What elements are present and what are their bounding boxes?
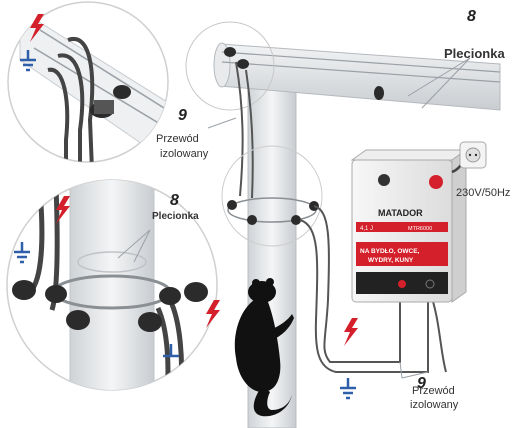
lightning-icon <box>206 300 220 328</box>
callout-left-mid-number: 8 <box>170 192 179 209</box>
detail-ring-beam <box>185 21 275 111</box>
wall-socket <box>459 141 487 169</box>
ground-wire <box>429 291 447 373</box>
ground-icon <box>14 242 30 264</box>
callout-top-right-label: Plecionka <box>444 46 505 61</box>
callout-bottom-wire-number: 9 <box>417 375 426 392</box>
ground-icon <box>340 378 356 400</box>
animal-silhouette <box>234 278 294 417</box>
energizer-indicator <box>429 175 443 189</box>
ground-icon <box>163 344 179 358</box>
detail-circle-bottom-left <box>6 179 218 391</box>
energizer-banner-line2: WYDRY, KUNY <box>368 257 414 264</box>
energizer-knob <box>378 174 390 186</box>
detail-circle-top-left <box>7 1 169 163</box>
power-label: 230V/50Hz <box>456 187 510 199</box>
insulated-wire-down-pole <box>235 61 254 199</box>
callout-leaders <box>117 57 471 379</box>
lightning-icon <box>56 196 70 224</box>
callout-upper-wire-number: 9 <box>178 107 187 124</box>
energizer-unit <box>350 149 468 303</box>
energizer-energy: 4,1 J <box>360 226 373 232</box>
callout-bottom-wire-line2: izolowany <box>410 399 459 411</box>
lightning-icon <box>30 14 44 42</box>
ground-icon <box>20 50 36 72</box>
callout-bottom-wire-line1: Przewód <box>412 385 455 397</box>
beam-insulators <box>224 47 384 100</box>
energizer-banner-line1: NA BYDŁO, OWCE, <box>360 248 420 255</box>
lightning-icon <box>344 318 358 346</box>
callout-top-right-number: 8 <box>467 8 476 25</box>
callout-left-mid-label: Plecionka <box>152 211 199 222</box>
energizer-model: MTR6000 <box>408 226 432 232</box>
energizer-brand: MATADOR <box>378 208 423 218</box>
callout-upper-wire-line1: Przewód <box>156 133 199 145</box>
callout-upper-wire-line2: izolowany <box>160 148 209 160</box>
wire-to-energizer <box>299 205 429 373</box>
beam-braid-wires <box>221 51 501 83</box>
energizer-banner <box>356 242 448 266</box>
